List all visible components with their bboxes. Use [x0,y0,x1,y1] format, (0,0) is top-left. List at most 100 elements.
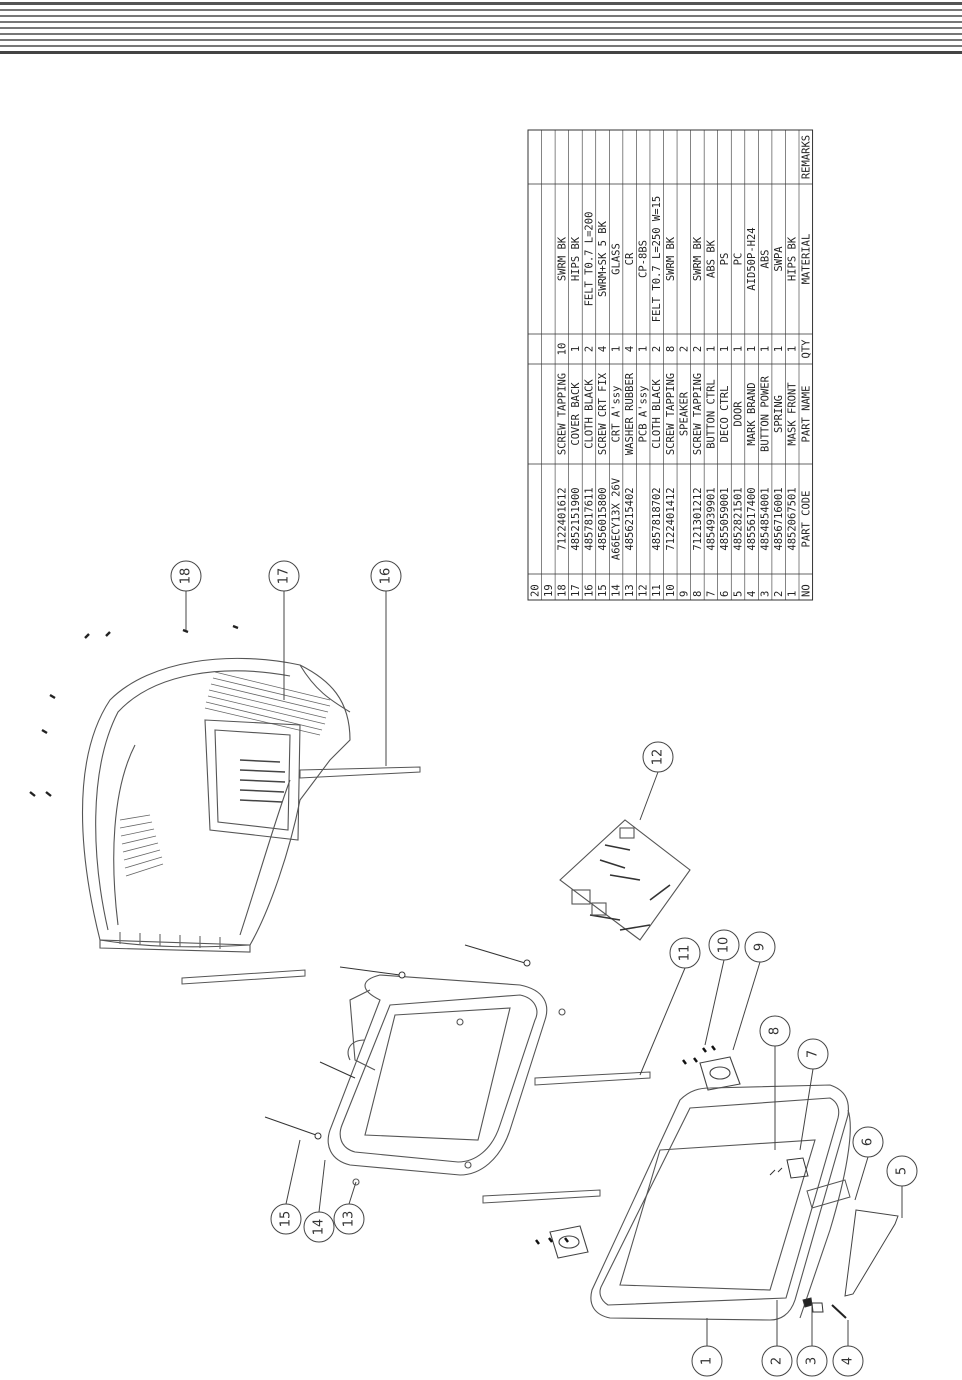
table-cell-no: 16 [583,584,595,597]
callout-11: 11 [639,937,701,1076]
page-header-rules [0,0,962,60]
table-cell-qty: 1 [638,346,650,352]
callout-3: 3 [796,1305,828,1377]
table-cell-part-code: 7122401612 [556,487,568,550]
table-cell-no: 4 [746,591,758,597]
table-cell-part-code: 4855059001 [719,487,731,550]
table-cell-material: PC [733,253,745,266]
table-cell-part-name: BUTTON CTRL [705,379,717,449]
table-cell-no: 20 [529,584,541,597]
table-cell-no: 1 [787,591,799,597]
callout-circle [333,1203,365,1235]
table-cell-material: HIPS BK [570,236,582,281]
table-cell-no: 10 [665,584,677,597]
callout-leader [639,967,686,1076]
table-cell-no: 5 [733,591,745,597]
table-cell-material: SWPA [773,246,785,272]
parts-table-grid [527,129,814,601]
callout-1: 1 [691,1318,723,1377]
callout-8: 8 [759,1015,791,1150]
callout-5: 5 [886,1155,918,1218]
table-cell-part-code: 4852151900 [570,487,582,550]
table-cell-qty: 2 [583,346,595,352]
table-cell-material: HIPS BK [787,236,799,281]
screw-tapping-10 [535,1045,716,1245]
table-cell-no: 15 [597,584,609,597]
callout-7: 7 [797,1038,829,1151]
table-cell-part-code: 4855617400 [746,487,758,550]
callout-circle [852,1126,884,1158]
table-cell-part-code: 4852821501 [733,487,745,550]
table-cell-part-code: 4857817611 [583,487,595,550]
table-cell-part-name: CLOTH BLACK [583,379,595,449]
table-cell-qty: 1 [787,346,799,352]
callout-4: 4 [832,1320,864,1377]
table-cell-qty: 1 [760,346,772,352]
table-cell-part-code: 7121301212 [692,487,704,550]
table-cell-qty: 2 [692,346,704,352]
table-cell-no: 6 [719,591,731,597]
callout-number: 3 [805,1357,820,1365]
table-cell-part-name: SCREW TAPPING [692,373,704,455]
crt-assy-drawing [327,974,566,1186]
callout-circle [886,1155,918,1187]
table-cell-part-code: A66ECY13X 26V [611,477,623,560]
felt-strip-16 [181,766,421,985]
callout-14: 14 [303,1159,335,1243]
table-cell-qty: 1 [719,346,731,352]
felt-strip-11 [482,1071,651,1204]
table-cell-part-name: BUTTON POWER [760,375,772,452]
table-cell-no: 7 [705,591,717,597]
table-cell-qty: 1 [773,346,785,352]
callout-number: 5 [895,1167,910,1175]
callout-number: 10 [717,937,732,954]
front-controls-drawing [769,1157,899,1319]
table-cell-material: FELT T0.7 L=250 W=15 [651,196,663,322]
callout-number: 1 [700,1357,715,1365]
table-cell-no: 11 [651,584,663,597]
callout-15: 15 [270,1139,302,1235]
table-cell-qty: 1 [746,346,758,352]
callout-leader [854,1156,869,1201]
table-cell-part-code: 4856015800 [597,487,609,550]
table-cell-material: PS [719,253,731,266]
table-cell-part-code: PART CODE [800,491,812,548]
table-cell-material: MATERIAL [800,234,812,285]
table-cell-material: SWRM BK [665,236,677,281]
table-cell-material: CR [624,252,636,265]
callout-circle [669,937,701,969]
callout-circle [268,560,300,592]
table-cell-part-code: 4854939901 [705,487,717,550]
callout-number: 12 [651,749,666,766]
table-cell-part-name: COVER BACK [570,382,582,446]
table-cell-part-name: SCREW TAPPING [665,373,677,455]
callout-circle [303,1211,335,1243]
callout-circle [759,1015,791,1047]
callout-circle [170,560,202,592]
callout-circle [744,931,776,963]
table-cell-qty: 4 [597,346,609,352]
callout-number: 15 [279,1211,294,1228]
callout-leader [318,1159,326,1213]
table-cell-no: 14 [611,584,623,597]
table-cell-part-name: PART NAME [800,386,812,443]
table-cell-material: ABS BK [705,239,717,278]
callout-leader [732,961,761,1051]
callout-circle [832,1345,864,1377]
table-cell-qty: 2 [678,346,690,352]
table-cell-part-name: SPRING [773,395,785,433]
callout-10: 10 [704,929,740,1046]
callout-leader [799,1068,814,1151]
callout-number: 18 [179,568,194,585]
table-cell-part-name: DECO CTRL [719,386,731,443]
table-cell-qty: 1 [705,346,717,352]
table-cell-qty: 1 [570,346,582,352]
callout-leader [348,1181,357,1205]
callout-2: 2 [761,1300,793,1377]
callout-number: 9 [753,943,768,951]
callout-12: 12 [639,741,674,821]
callout-6: 6 [852,1126,884,1201]
table-cell-qty: 4 [624,346,636,352]
table-cell-no: NO [800,584,812,597]
